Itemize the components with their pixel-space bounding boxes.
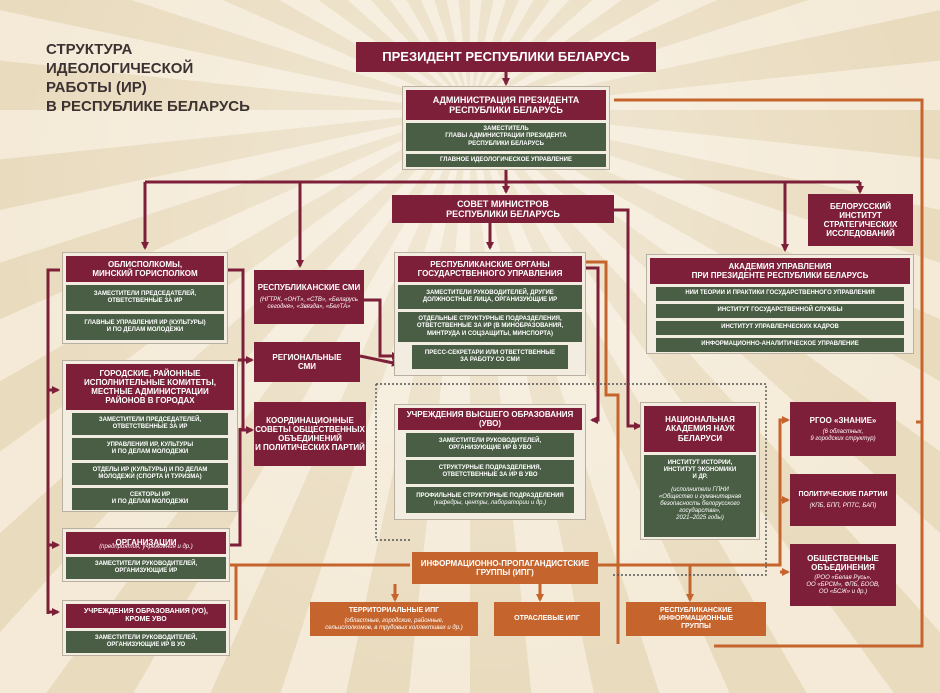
parties-box: ПОЛИТИЧЕСКИЕ ПАРТИИ (КПБ, БПП, РПТС, БАП… <box>790 474 896 526</box>
academy-mgmt-item: НИИ ТЕОРИИ И ПРАКТИКИ ГОСУДАРСТВЕННОГО У… <box>656 287 904 301</box>
academy-mgmt-item: ИНСТИТУТ УПРАВЛЕНЧЕСКИХ КАДРОВ <box>656 321 904 335</box>
uo-group: УЧРЕЖДЕНИЯ ОБРАЗОВАНИЯ (УО),КРОМЕ УВО ЗА… <box>62 600 230 656</box>
uo-item: ЗАМЕСТИТЕЛИ РУКОВОДИТЕЛЕЙ,ОРГАНИЗУЮЩИЕ И… <box>66 631 226 653</box>
president-box: ПРЕЗИДЕНТ РЕСПУБЛИКИ БЕЛАРУСЬ <box>356 42 656 72</box>
rep-organs-item: ОТДЕЛЬНЫЕ СТРУКТУРНЫЕ ПОДРАЗДЕЛЕНИЯ,ОТВЕ… <box>398 312 582 342</box>
terr-ipg-box: ТЕРРИТОРИАЛЬНЫЕ ИПГ (областные, городски… <box>310 602 478 636</box>
administration-item: ГЛАВНОЕ ИДЕОЛОГИЧЕСКОЕ УПРАВЛЕНИЕ <box>406 154 606 167</box>
oblast-group: ОБЛИСПОЛКОМЫ,МИНСКИЙ ГОРИСПОЛКОМ ЗАМЕСТИ… <box>62 252 228 344</box>
orgs-group: ОРГАНИЗАЦИИ (предприятия, учреждения и д… <box>62 528 230 582</box>
orgs-sub: (предприятия, учреждения и др.) <box>99 544 193 550</box>
uvo-item: ПРОФИЛЬНЫЕ СТРУКТУРНЫЕ ПОДРАЗДЕЛЕНИЯ(каф… <box>406 487 574 513</box>
uvo-group: УЧРЕЖДЕНИЯ ВЫСШЕГО ОБРАЗОВАНИЯ (УВО) ЗАМ… <box>394 404 586 520</box>
rep-media-box: РЕСПУБЛИКАНСКИЕ СМИ (НГТРК, «ОНТ», «СТВ»… <box>254 270 364 324</box>
branch-ipg-box: ОТРАСЛЕВЫЕ ИПГ <box>494 602 600 636</box>
uvo-head: УЧРЕЖДЕНИЯ ВЫСШЕГО ОБРАЗОВАНИЯ (УВО) <box>398 408 582 430</box>
uvo-item: ЗАМЕСТИТЕЛИ РУКОВОДИТЕЛЕЙ,ОРГАНИЗУЮЩИЕ И… <box>406 433 574 457</box>
oblast-head: ОБЛИСПОЛКОМЫ,МИНСКИЙ ГОРИСПОЛКОМ <box>66 256 224 282</box>
uvo-item: СТРУКТУРНЫЕ ПОДРАЗДЕЛЕНИЯ,ОТВЕТСТВЕННЫЕ … <box>406 460 574 484</box>
oblast-item: ГЛАВНЫЕ УПРАВЛЕНИЯ ИР (КУЛЬТУРЫ)И ПО ДЕЛ… <box>66 314 224 340</box>
oblast-item: ЗАМЕСТИТЕЛИ ПРЕДСЕДАТЕЛЕЙ,ОТВЕТСТВЕННЫЕ … <box>66 285 224 311</box>
academy-mgmt-item: ИНФОРМАЦИОННО-АНАЛИТИЧЕСКОЕ УПРАВЛЕНИЕ <box>656 338 904 352</box>
znanie-box: РГОО «ЗНАНИЕ» (6 областных,9 городских с… <box>790 402 896 456</box>
academy-mgmt-item: ИНСТИТУТ ГОСУДАРСТВЕННОЙ СЛУЖБЫ <box>656 304 904 318</box>
uo-head: УЧРЕЖДЕНИЯ ОБРАЗОВАНИЯ (УО),КРОМЕ УВО <box>66 604 226 628</box>
city-item: ЗАМЕСТИТЕЛИ ПРЕДСЕДАТЕЛЕЙ,ОТВЕТСТВЕННЫЕ … <box>72 413 228 435</box>
orgs-item: ЗАМЕСТИТЕЛИ РУКОВОДИТЕЛЕЙ,ОРГАНИЗУЮЩИЕ И… <box>66 557 226 579</box>
orgs-head: ОРГАНИЗАЦИИ <box>66 532 226 554</box>
